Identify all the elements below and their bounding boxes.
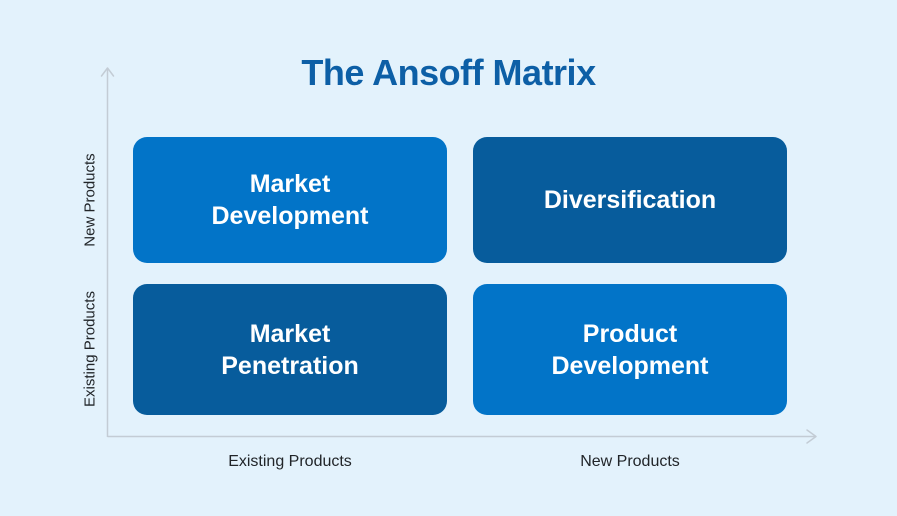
quadrant-market-penetration-label: Market Penetration	[221, 319, 359, 380]
quadrant-diversification: Diversification	[473, 137, 787, 263]
quadrant-market-development: Market Development	[133, 137, 447, 263]
diagram-title: The Ansoff Matrix	[301, 52, 596, 93]
right-arrow-icon	[806, 429, 817, 444]
x-axis-label-existing-products: Existing Products	[228, 453, 352, 470]
quadrant-product-development-label: Product Development	[551, 319, 709, 380]
y-axis-label-existing-products: Existing Products	[81, 291, 99, 407]
quadrant-market-penetration: Market Penetration	[133, 284, 447, 415]
x-axis-label-new-products: New Products	[580, 453, 680, 470]
y-axis-label-new-products: New Products	[81, 153, 99, 247]
quadrant-market-development-label: Market Development	[211, 170, 369, 230]
quadrant-product-development: Product Development	[473, 284, 787, 415]
quadrant-diversification-label: Diversification	[543, 186, 717, 214]
